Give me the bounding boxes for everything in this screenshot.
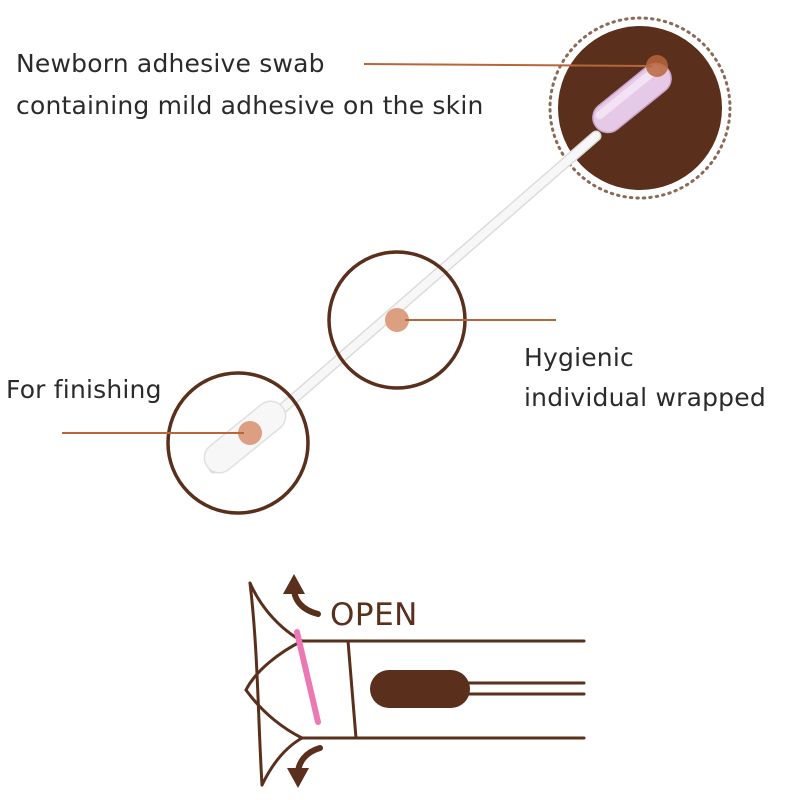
package-flap-bottom (260, 736, 304, 787)
adhesive-swab-label-line2: containing mild adhesive on the skin (16, 91, 484, 120)
swab-leader-line (363, 63, 653, 67)
tear-strip (294, 629, 321, 725)
finishing-magnifier-ring (166, 371, 310, 515)
finishing-label: For finishing (6, 375, 162, 404)
middle-dot (385, 308, 409, 332)
open-arrow-down (287, 745, 323, 788)
package-left-edge (248, 581, 264, 787)
hygienic-label: Hygienic individual wrapped (524, 340, 766, 416)
package-fold-top (244, 639, 304, 692)
hygienic-label-line1: Hygienic (524, 343, 634, 372)
hygienic-label-line2: individual wrapped (524, 383, 766, 412)
magnifier-dotted-ring (548, 16, 732, 200)
finishing-dot (238, 421, 262, 445)
adhesive-swab-label: Newborn adhesive swab containing mild ad… (16, 46, 484, 124)
adhesive-tip (592, 62, 672, 134)
package-illustration (244, 581, 586, 787)
inner-swab-tip (370, 670, 470, 708)
open-arrow-up (283, 574, 321, 617)
open-label: OPEN (330, 597, 418, 633)
package-seal-line (346, 639, 358, 740)
adhesive-swab-label-line1: Newborn adhesive swab (16, 49, 325, 78)
package-fold-bottom (244, 688, 304, 740)
adhesive-dot (646, 55, 668, 77)
